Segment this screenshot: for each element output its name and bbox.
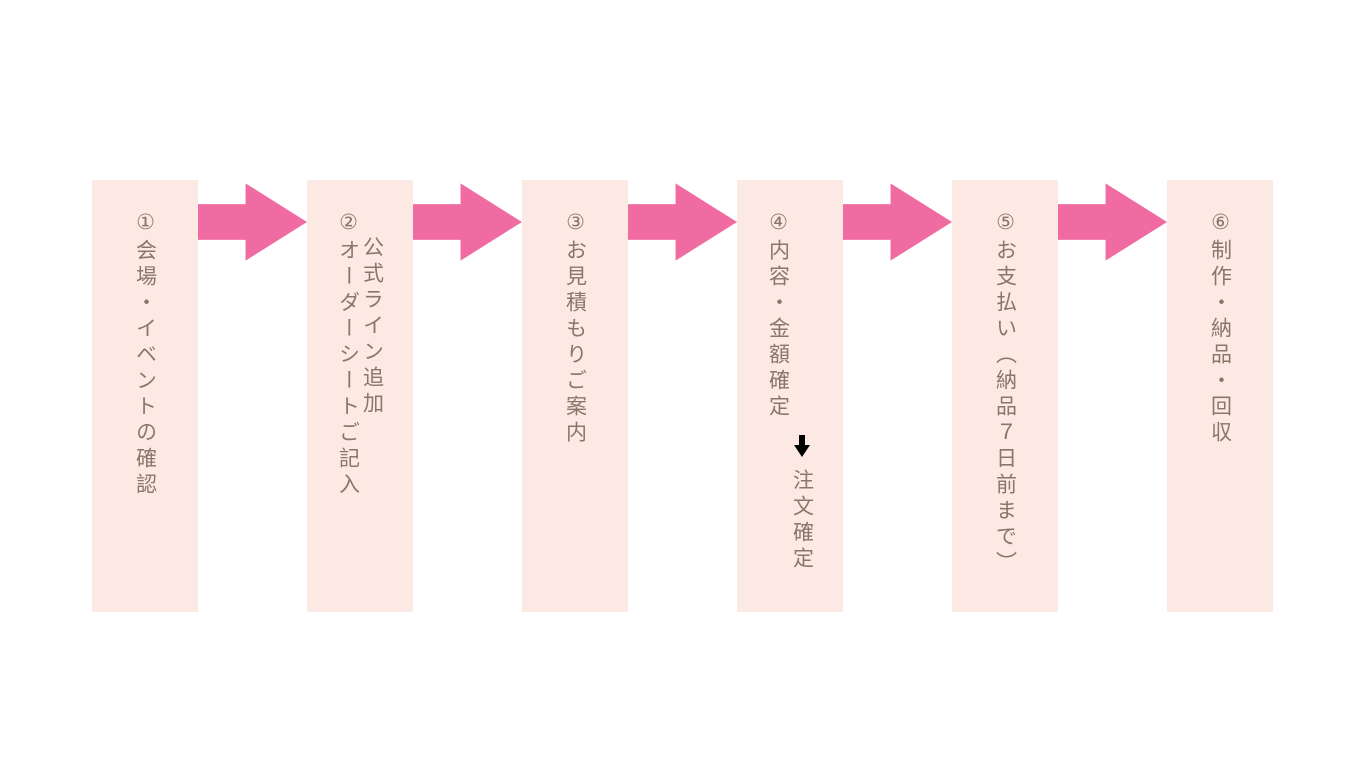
flow-step-4-confirm-label: 注文確定 [790, 469, 815, 573]
flow-step-2-label-line-1: ②オーダーシートご記入 [336, 210, 361, 499]
flow-step-4-label: ④内容・金額確定 [766, 210, 791, 421]
flow-step-5: ⑤お支払い（納品７日前まで） [952, 180, 1058, 612]
flow-step-5-label: ⑤お支払い（納品７日前まで） [993, 210, 1018, 577]
flow-step-3: ③お見積もりご案内 [522, 180, 628, 612]
right-arrow-icon [198, 183, 307, 261]
flow-step-4: ④内容・金額確定 注文確定 [737, 180, 843, 612]
right-arrow-icon [843, 183, 952, 261]
flow-step-6: ⑥制作・納品・回収 [1167, 180, 1273, 612]
flow-step-4-confirm-column: 注文確定 [790, 435, 815, 573]
flow-step-2-label-line-2: 公式ライン追加 [360, 236, 385, 418]
right-arrow-icon [413, 183, 522, 261]
right-arrow-icon [628, 183, 737, 261]
flow-step-3-label: ③お見積もりご案内 [563, 210, 588, 447]
flow-step-1: ①会場・イベントの確認 [92, 180, 198, 612]
down-arrow-icon [794, 435, 810, 457]
flow-step-2: ②オーダーシートご記入 公式ライン追加 [307, 180, 413, 612]
right-arrow-icon [1058, 183, 1167, 261]
flow-step-6-label: ⑥制作・納品・回収 [1208, 210, 1233, 447]
flow-step-1-label: ①会場・イベントの確認 [133, 210, 158, 499]
